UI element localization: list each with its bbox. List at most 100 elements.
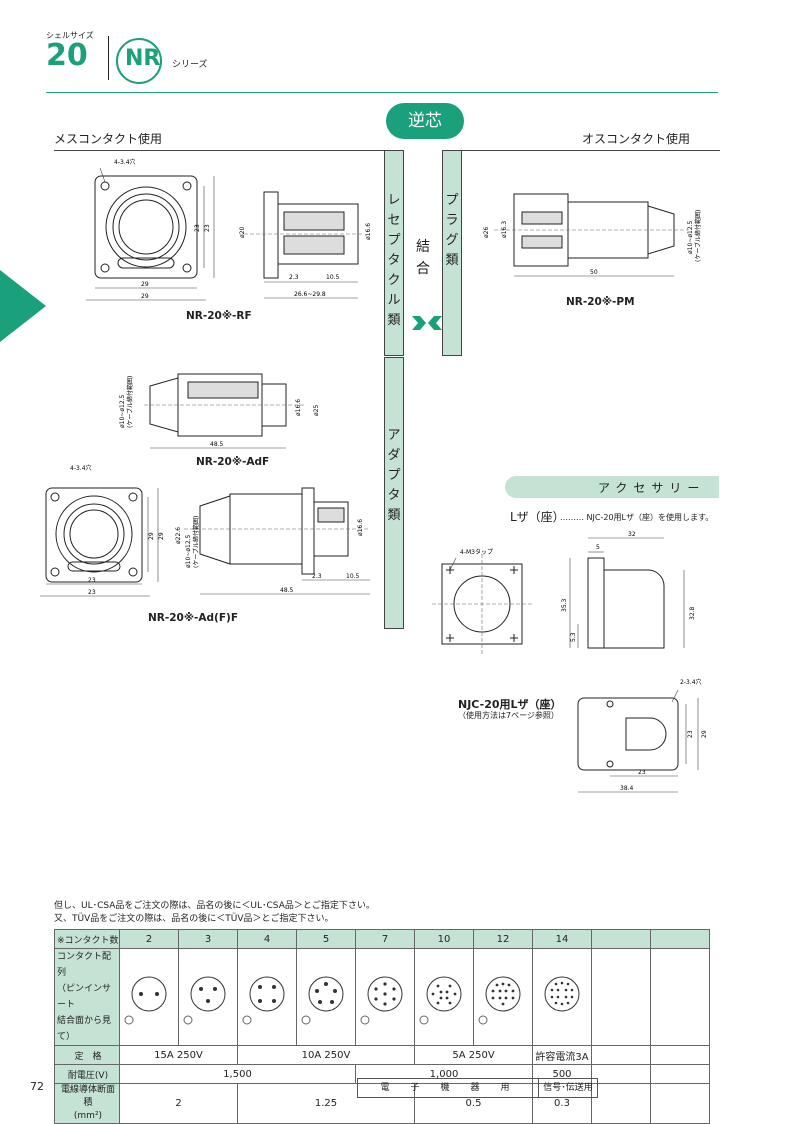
voltage-blank-1 [591,1064,651,1084]
plug-column: プラグ類 [442,150,462,356]
male-contact-heading: オスコンタクト使用 [582,132,691,146]
wire-label-1: 電線導体断面積 [60,1085,115,1108]
rating-5a: 5A 250V [414,1045,533,1065]
svg-text:2-3.4穴: 2-3.4穴 [680,678,702,686]
svg-text:ø10~ø12.5: ø10~ø12.5 [687,220,694,254]
adapter-column: アダプタ類 [384,357,404,629]
wire-blank-2 [650,1083,710,1124]
svg-text:ø26: ø26 [483,227,490,238]
contacts-blank-1 [591,929,651,949]
svg-text:5: 5 [596,544,600,551]
arrangement-blank-1 [591,948,651,1046]
rating-blank-2 [650,1045,710,1065]
contacts-14: 14 [532,929,592,949]
svg-text:ø16.3: ø16.3 [501,221,508,238]
svg-text:4-3.4穴: 4-3.4穴 [70,464,92,472]
table-row: 耐電圧(V) 1,500 1,000 500 [54,1064,710,1084]
rating-blank-1 [591,1045,651,1065]
receptacle-column-label: レセプタクル類 [387,193,401,328]
adapter-column-label: アダプタ類 [387,428,401,523]
rf-side-view: ø20 ø16.6 2.3 10.5 26.6~29.8 [239,191,372,299]
voltage-1500: 1,500 [119,1064,356,1084]
contact-layout-icon [301,976,344,1024]
header-divider [108,36,109,80]
svg-text:29: 29 [148,532,155,540]
contact-layout-icon [124,976,167,1024]
arrangement-5 [296,948,356,1046]
female-heading-rule [54,150,384,151]
header-rule [46,92,718,93]
wire-label-2: (mm²) [73,1111,103,1121]
svg-text:ø16.6: ø16.6 [357,519,364,536]
svg-text:29: 29 [141,281,149,288]
arrangement-10 [414,948,474,1046]
shell-size-number: 20 [46,38,88,73]
row-label-voltage: 耐電圧(V) [54,1064,120,1084]
accessory-title: アクセサリー [598,481,706,495]
part-name-adff: NR-20※-Ad(F)F [148,612,238,624]
note-ul-csa: 但し、UL･CSA品をご注文の際は、品名の後に＜UL･CSA品＞とご指定下さい。 [54,901,375,911]
note-tuv: 又、TÜV品をご注文の際は、品名の後に＜TÜV品＞とご指定下さい。 [54,914,334,924]
contacts-blank-2 [650,929,710,949]
part-name-adf: NR-20※-AdF [196,456,270,468]
table-row: 定 格 15A 250V 10A 250V 5A 250V 許容電流3A [54,1045,710,1065]
arrangement-12 [473,948,533,1046]
row-label-contacts: ※コンタクト数 [54,929,120,949]
svg-text:(ケーブル締付範囲): (ケーブル締付範囲) [694,210,702,262]
table-row: コンタクト配列 （ピンインサート 結合面から見て） [54,948,710,1046]
svg-text:23: 23 [638,769,646,776]
mating-label-box: 結合 [413,236,433,280]
arrangement-blank-2 [650,948,710,1046]
lza-desc-text: NJC-20用Lザ（座）を使用します。 [586,513,714,522]
svg-text:50: 50 [590,269,598,276]
svg-text:26.6~29.8: 26.6~29.8 [294,291,326,298]
arrangement-label-1: コンタクト配列 [57,952,112,978]
adf-side-view: ø10~ø12.5 (ケーブル締付範囲) ø16.6 ø25 48.5 [119,373,320,449]
contact-layout-icon [183,976,226,1024]
shell-size-label: シェルサイズ [46,31,94,40]
plug-column-label: プラグ類 [445,193,459,268]
table-row: ※コンタクト数 2 3 4 5 7 10 12 14 [54,929,710,949]
svg-text:ø10~ø12.5: ø10~ø12.5 [119,394,126,428]
svg-text:ø16.6: ø16.6 [365,223,372,240]
row-label-rating: 定 格 [54,1045,120,1065]
svg-text:32.8: 32.8 [689,606,696,620]
mating-label: 結合 [416,239,430,277]
contacts-5: 5 [296,929,356,949]
arrangement-4 [237,948,297,1046]
usage-electronics: 電 子 機 器 用 [357,1078,539,1098]
svg-text:23: 23 [88,577,96,584]
contact-layout-icon [478,976,521,1024]
rating-3a: 許容電流3A [532,1045,592,1065]
wire-2: 2 [119,1083,238,1124]
svg-text:10.5: 10.5 [346,573,360,580]
lza-title: Lザ（座） [510,510,565,524]
male-heading-rule [462,150,720,151]
svg-text:23: 23 [687,730,694,738]
rating-10a: 10A 250V [237,1045,415,1065]
arrangement-2 [119,948,179,1046]
arrangement-label-2: （ピンインサート [57,984,112,1010]
spec-table: ※コンタクト数 2 3 4 5 7 10 12 14 コンタクト配列 （ピンイン… [54,929,710,1124]
svg-text:38.4: 38.4 [620,785,634,792]
adff-front-view: 4-3.4穴 23 23 29 29 [40,464,165,597]
voltage-blank-2 [650,1064,710,1084]
accessory-bar [505,476,719,498]
adff-side-view: ø22.6 ø10~ø12.5 (ケーブル締付範囲) ø16.6 2.3 10.… [175,487,370,595]
female-contact-heading: メスコンタクト使用 [54,132,163,146]
contact-layout-icon [360,976,403,1024]
rf-front-view: 4-3.4穴 29 29 23 23 [86,158,215,301]
arrangement-label-3: 結合面から見て） [57,1016,112,1042]
svg-text:(ケーブル締付範囲): (ケーブル締付範囲) [192,516,200,568]
contacts-7: 7 [355,929,415,949]
page-number: 72 [30,1080,44,1093]
contacts-12: 12 [473,929,533,949]
reverse-core-badge: 逆芯 [386,103,464,139]
table-row: 電線導体断面積 (mm²) 2 1.25 0.5 0.3 [54,1083,710,1124]
svg-text:10.5: 10.5 [326,274,340,281]
svg-text:2.3: 2.3 [312,573,322,580]
rating-15a: 15A 250V [119,1045,238,1065]
svg-text:29: 29 [158,532,165,540]
svg-text:29: 29 [141,293,149,300]
svg-text:ø10~ø12.5: ø10~ø12.5 [185,534,192,568]
